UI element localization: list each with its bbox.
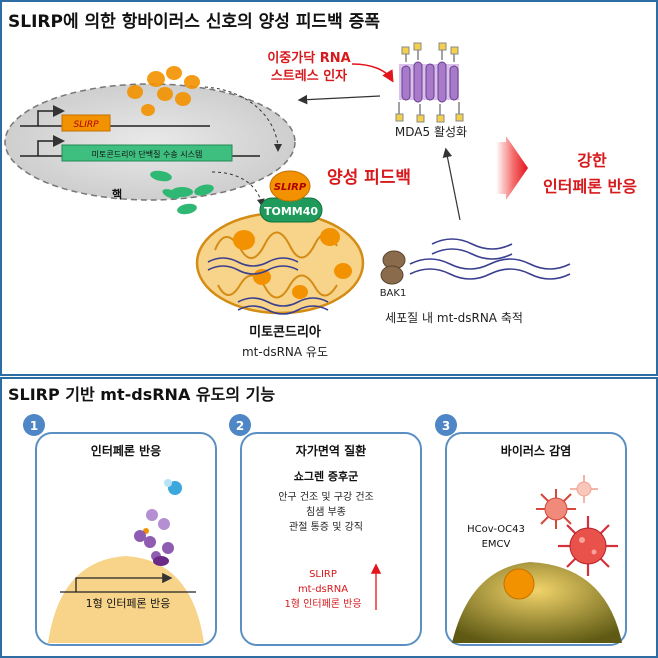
transport-gene-label: 미토콘드리아 단백질 수송 시스템 xyxy=(92,149,203,159)
panel-autoimmune xyxy=(240,432,422,646)
panel-3-host-cell xyxy=(452,562,622,643)
transport-protein-cluster xyxy=(150,170,214,215)
panel-1-cytokines xyxy=(134,479,182,566)
nucleus-label: 핵 xyxy=(112,187,122,201)
slirp-import-arrow xyxy=(204,86,282,152)
slirp-protein xyxy=(269,170,311,202)
bottom-title: SLIRP 기반 mt-dsRNA 유도의 기능 xyxy=(8,385,275,404)
panel-3-badge xyxy=(435,414,457,436)
promoter-arrow-2 xyxy=(37,135,65,156)
virus-icon xyxy=(558,516,618,576)
mda5-label: MDA5 활성화 xyxy=(395,125,467,139)
panel-3-nucleus xyxy=(503,568,535,600)
panel-2-marker-1: SLIRP xyxy=(309,569,337,580)
strong-ifn-line1: 강한 xyxy=(577,151,607,170)
panel-2-symptom-1: 안구 건조 및 구강 건조 xyxy=(278,491,374,503)
cytosol-dsrna xyxy=(409,238,571,280)
slirp-protein-label: SLIRP xyxy=(274,182,307,193)
bak1-pore xyxy=(380,250,406,285)
mitochondrion xyxy=(195,211,365,315)
dsrna-stress-line1: 이중가닥 RNA xyxy=(267,50,350,66)
panel-2-marker-3: 1형 인터페론 반응 xyxy=(284,598,361,610)
mito-slirp-proteins xyxy=(233,228,352,299)
panel-2-disease: 쇼그렌 증후군 xyxy=(294,469,359,483)
dsrna-stress-line2: 스트레스 인자 xyxy=(271,68,347,84)
panel-1-cell-label: 1형 인터페론 반응 xyxy=(86,597,171,610)
panel-1-number: 1 xyxy=(30,419,38,433)
mito-label: 미토콘드리아 xyxy=(249,324,321,340)
mda5-icon xyxy=(395,42,464,123)
tomm40-label: TOMM40 xyxy=(264,205,318,218)
cytosol-accumulation-text: 세포질 내 mt-dsRNA 축적 xyxy=(385,311,523,325)
panel-1-title: 인터페론 반응 xyxy=(91,443,161,458)
nucleus xyxy=(4,83,296,201)
stress-to-mda5-arrow xyxy=(351,63,394,83)
panel-1-badge xyxy=(23,414,45,436)
virus-icon xyxy=(536,489,576,529)
transport-gene-box xyxy=(61,144,233,162)
panel-2-symptom-2: 침샘 부종 xyxy=(306,506,346,518)
promoter-arrow-1 xyxy=(37,105,65,126)
slirp-gene-box xyxy=(61,114,111,132)
transport-import-arrow xyxy=(211,171,265,207)
positive-feedback-label: 양성 피드백 xyxy=(327,168,411,188)
top-title: SLIRP에 의한 항바이러스 신호의 양성 피드백 증폭 xyxy=(8,11,380,32)
virus-icon xyxy=(570,475,598,503)
feedback-arrow xyxy=(297,94,381,105)
panel-2-title: 자가면역 질환 xyxy=(296,443,366,458)
strong-ifn-line2: 인터페론 반응 xyxy=(543,177,637,196)
panel-3-virus-2: EMCV xyxy=(482,539,511,550)
panel-2-number: 2 xyxy=(236,419,244,433)
panel-3-virus-1: HCov-OC43 xyxy=(467,524,525,535)
mito-sublabel: mt-dsRNA 유도 xyxy=(242,345,328,359)
bak1-label: BAK1 xyxy=(380,288,407,299)
panel-2-marker-2: mt-dsRNA xyxy=(298,584,348,595)
panel-2-symptom-3: 관절 통증 및 강직 xyxy=(289,520,363,533)
panel-3-number: 3 xyxy=(442,419,450,433)
mito-cristae-bottom xyxy=(217,274,338,299)
slirp-protein-cluster xyxy=(127,66,200,116)
panel-3-title: 바이러스 감염 xyxy=(501,443,571,458)
strong-response-arrow xyxy=(496,136,528,200)
dsrna-to-mda5-arrow xyxy=(442,147,461,221)
slirp-gene-label: SLIRP xyxy=(73,120,99,130)
mito-dsrna xyxy=(207,257,329,315)
panel-1-promoter-arrow xyxy=(75,572,173,592)
panel-2-badge xyxy=(229,414,251,436)
